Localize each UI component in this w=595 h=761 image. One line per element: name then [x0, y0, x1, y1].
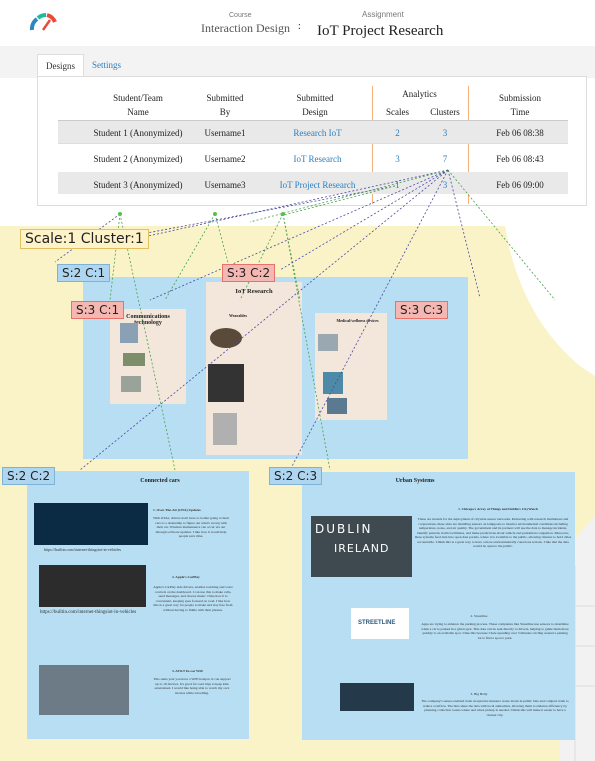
header-scales: Scales: [386, 107, 409, 117]
urban-systems-title: Urban Systems: [395, 478, 435, 484]
row1-by: Username1: [204, 128, 246, 138]
analytics-highlight: [372, 86, 469, 204]
urban-item1-title: 1. Chicago's Array of Things and Dublin'…: [458, 507, 538, 511]
row2-name: Student 2 (Anonymized): [93, 154, 183, 164]
table-row[interactable]: [58, 121, 568, 143]
medical-image-1: [318, 334, 338, 351]
streetline-logo: [351, 608, 409, 639]
car-ota-image: [34, 503, 148, 545]
urban-item2-text: Apps are trying to enhance the parking p…: [421, 622, 569, 640]
wearables-title: Wearables: [229, 313, 247, 318]
row3-name: Student 3 (Anonymized): [93, 180, 183, 190]
header-name: Name: [127, 107, 149, 117]
tab-settings[interactable]: Settings: [92, 60, 122, 70]
row3-by: Username3: [204, 180, 246, 190]
car-wifi-image: [39, 665, 129, 715]
label-s2-c2: S:2 C:2: [2, 467, 56, 485]
row-divider: [58, 143, 568, 144]
row2-by: Username2: [204, 154, 246, 164]
table-header-divider: [58, 120, 568, 121]
header-separator: :: [298, 21, 301, 32]
wearable-cyclist-image: [208, 364, 244, 402]
urban-item3-title: 3. Big Belly: [470, 692, 488, 696]
label-s2-c1: S:2 C:1: [57, 264, 111, 282]
course-name: Interaction Design: [201, 21, 290, 35]
header-submission: Submission: [498, 93, 541, 103]
row1-design-link[interactable]: Research IoT: [293, 128, 342, 138]
scale-cluster-label: Scale:1 Cluster:1: [20, 229, 149, 249]
dublin-word: DUBLIN: [315, 522, 373, 536]
assignment-label: Assignment: [362, 10, 404, 19]
label-s3-c1: S:3 C:1: [71, 301, 125, 319]
carplay-image: [39, 565, 146, 607]
bigbelly-image: [340, 683, 414, 711]
row2-design-link[interactable]: IoT Research: [293, 154, 342, 164]
medical-image-3: [327, 398, 347, 414]
ota-text: With OTAs, drivers don't have to bother …: [153, 516, 229, 538]
urban-item3-text: The company's sensor-enabled trash recep…: [421, 699, 569, 717]
row1-clusters[interactable]: 3: [442, 128, 448, 138]
label-s3-c3: S:3 C:3: [395, 301, 449, 319]
tabs-bar: [0, 46, 595, 78]
connected-cars-title: Connected cars: [140, 478, 180, 484]
row1-scales[interactable]: 2: [395, 128, 400, 138]
dublin-image: [311, 516, 412, 577]
wifi-title: 3. AT&T In-car Wifi: [172, 669, 203, 673]
row2-scales[interactable]: 3: [395, 154, 400, 164]
course-label: Course: [229, 12, 252, 19]
header-analytics: Analytics: [402, 89, 437, 99]
communications-image-3: [121, 376, 141, 392]
wearable-ring-image: [210, 328, 242, 348]
row3-time: Feb 06 09:00: [496, 180, 544, 190]
communications-title: Communications technology: [126, 314, 170, 326]
header-student-team: Student/Team: [113, 93, 163, 103]
ota-title: 1. Over-The-Air (OTA) Updates: [153, 508, 201, 512]
header-submitted-design: Submitted: [296, 93, 334, 103]
header-time: Time: [510, 107, 530, 117]
ireland-word: IRELAND: [334, 542, 390, 555]
header-submitted-by: Submitted: [206, 93, 244, 103]
header-design: Design: [302, 107, 328, 117]
gauge-logo-icon: [29, 12, 57, 31]
row2-time: Feb 06 08:43: [496, 154, 544, 164]
row1-name: Student 1 (Anonymized): [93, 128, 183, 138]
header-clusters: Clusters: [430, 107, 460, 117]
poster-top-title: IoT Research: [235, 288, 273, 295]
carplay-title: 2. Apple's CarPlay: [172, 575, 200, 579]
row3-design-link[interactable]: IoT Project Research: [279, 180, 356, 190]
app-header: Course Interaction Design : Assignment I…: [0, 0, 595, 47]
row3-scales[interactable]: 1: [395, 180, 400, 190]
row3-clusters[interactable]: 3: [442, 180, 448, 190]
label-s2-c3: S:2 C:3: [269, 467, 323, 485]
streetline-word: STREETLINE: [358, 620, 396, 626]
carplay-text: Apple's CarPlay aids drivers, enables to…: [153, 585, 233, 612]
urban-item2-title: 2. Streetline: [470, 614, 488, 618]
urban-item1-text: These are models for the deployment of c…: [414, 517, 572, 548]
tab-designs[interactable]: Designs: [37, 54, 84, 77]
carplay-link[interactable]: https://builtin.com/internet-thingsiot-i…: [40, 610, 137, 615]
row1-time: Feb 06 08:38: [496, 128, 544, 138]
header-by: By: [219, 107, 231, 117]
communications-image-1: [120, 323, 138, 343]
communications-image-2: [123, 353, 145, 366]
medical-title: Medical/wellness devices: [336, 318, 379, 323]
label-s3-c2: S:3 C:2: [222, 264, 276, 282]
row2-clusters[interactable]: 7: [442, 154, 448, 164]
assignment-name: IoT Project Research: [317, 23, 444, 39]
wearable-watch-image: [213, 413, 237, 445]
wifi-text: This same year you have a WiFi hotspot. …: [153, 677, 231, 695]
table-row[interactable]: [58, 172, 568, 194]
ota-link[interactable]: https://builtin.com/internet-thingsiot-i…: [44, 547, 121, 552]
medical-image-2: [323, 372, 343, 394]
